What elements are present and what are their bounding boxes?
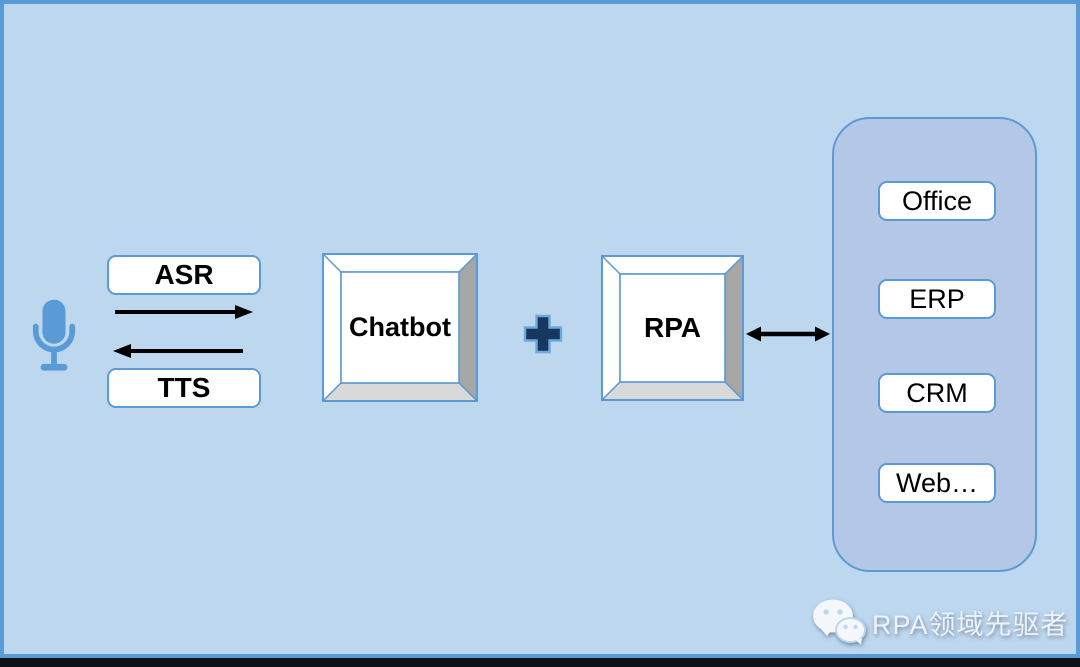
tts-label: TTS — [157, 372, 211, 403]
tts-box: TTS — [107, 368, 261, 408]
watermark-text: RPA领域先驱者 — [872, 609, 1069, 640]
plus-icon — [522, 313, 564, 355]
app-box-office: Office — [878, 181, 996, 221]
microphone-icon — [30, 296, 78, 380]
arrow-right-icon — [111, 303, 255, 326]
wechat-icon — [813, 599, 866, 645]
app-label-crm: CRM — [906, 377, 968, 408]
bottom-black-bar — [0, 658, 1080, 667]
rpa-box: RPA — [599, 253, 746, 403]
arrow-double-icon — [744, 324, 832, 349]
app-label-web: Web… — [895, 467, 979, 498]
rpa-label: RPA — [643, 312, 702, 343]
app-label-office: Office — [901, 185, 973, 216]
app-box-erp: ERP — [878, 279, 996, 319]
app-box-web: Web… — [878, 463, 996, 503]
app-label-erp: ERP — [909, 283, 965, 314]
app-box-crm: CRM — [878, 373, 996, 413]
apps-panel: Office ERP CRM Web… — [832, 117, 1037, 572]
chatbot-label: Chatbot — [349, 312, 451, 342]
asr-label: ASR — [154, 259, 214, 290]
watermark: RPA领域先驱者 — [812, 598, 1069, 646]
arrow-left-icon — [111, 342, 255, 365]
microphone-icon-svg — [32, 299, 76, 371]
asr-box: ASR — [107, 255, 261, 295]
chatbot-box: Chatbot — [320, 251, 480, 404]
rpa-bevel-frame — [599, 253, 746, 403]
